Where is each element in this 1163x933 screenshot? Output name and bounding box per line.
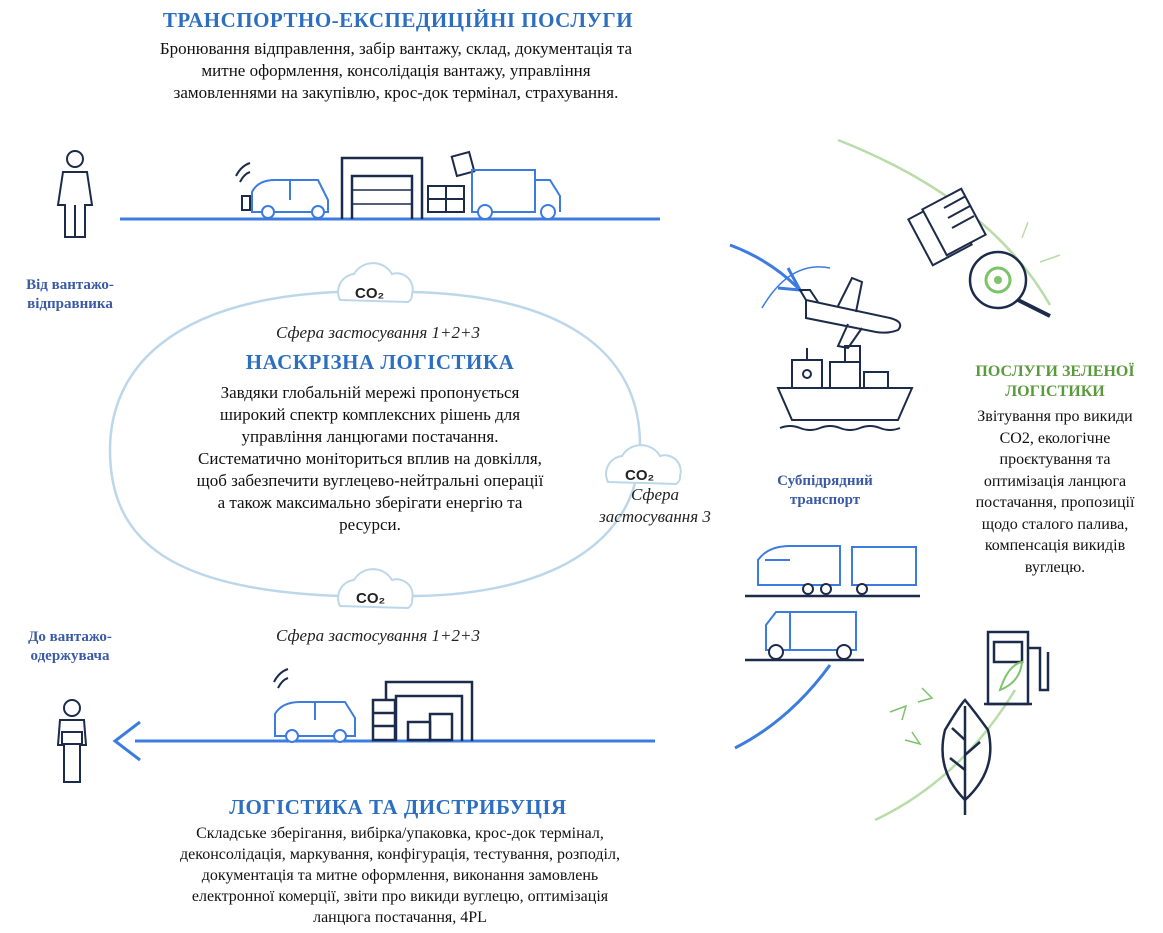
- text-line: Бронювання відправлення, забір вантажу, …: [159, 39, 633, 58]
- text-line: щоб забезпечити вуглецево-нейтральні опе…: [196, 471, 544, 490]
- co2-label-right: CO₂: [625, 467, 654, 484]
- fuel-pump-icon: [984, 630, 1050, 706]
- text-line: компенсація викидів: [984, 537, 1126, 554]
- truck-icon: [745, 611, 864, 662]
- text-line: одержувача: [30, 648, 110, 664]
- text-line: ресурси.: [339, 515, 401, 534]
- cloud-icon: [337, 568, 414, 610]
- leaf-icon: [941, 698, 992, 815]
- text-line: електронної комерції, звіти про викиди в…: [191, 888, 609, 905]
- text-line: ЛОГІСТИКИ: [1005, 383, 1105, 400]
- from-shipper-label: Від вантажо- відправника: [0, 276, 140, 314]
- green-logistics-title: ПОСЛУГИ ЗЕЛЕНОЇ ЛОГІСТИКИ: [950, 362, 1160, 402]
- subcontract-arc-top: [729, 243, 800, 290]
- sky-arc: [761, 266, 831, 309]
- text-line: замовленнями на закупівлю, крос-док терм…: [173, 83, 619, 102]
- center-title: НАСКРІЗНА ЛОГІСТИКА: [245, 350, 515, 374]
- text-line: управління ланцюгами постачання.: [241, 427, 499, 446]
- co2-label-top: CO₂: [355, 285, 384, 302]
- warehouse-icon: [340, 156, 424, 219]
- to-consignee-label: До вантажо- одержувача: [0, 628, 140, 666]
- text-line: CO2, екологічне: [999, 429, 1111, 447]
- magnifier-icon: [968, 221, 1061, 318]
- airplane-icon: [798, 276, 902, 350]
- scope-label-top: Сфера застосування 1+2+3: [276, 323, 480, 342]
- text-line: ланцюга постачання, 4PL: [313, 909, 487, 926]
- text-line: До вантажо-: [28, 629, 112, 645]
- text-line: Систематично моніториться вплив на довкі…: [198, 449, 542, 468]
- top-section-title: ТРАНСПОРТНО-ЕКСПЕДИЦІЙНІ ПОСЛУГИ: [162, 8, 634, 32]
- text-line: митне оформлення, консолідація вантажу, …: [201, 61, 591, 80]
- text-line: документація та митне оформлення, викона…: [201, 867, 599, 884]
- text-line: Звітування про викиди: [977, 408, 1133, 425]
- text-line: відправника: [27, 296, 113, 312]
- subcontract-arc-bottom: [734, 664, 832, 750]
- van-icon: [235, 162, 329, 219]
- recycle-icon: [889, 687, 934, 746]
- scope-label-right: Сфера застосування 3: [570, 484, 740, 528]
- pallet-icon: [427, 185, 465, 213]
- text-line: Завдяки глобальній мережі пропонується: [220, 383, 520, 402]
- cloud-icon: [337, 262, 414, 304]
- text-line: Субпідрядний: [777, 473, 873, 489]
- text-line: оптимізація ланцюга: [983, 472, 1127, 490]
- text-line: транспорт: [789, 492, 861, 508]
- person-icon: [56, 150, 94, 238]
- text-line: проєктування та: [999, 451, 1111, 468]
- text-line: а також максимально зберігати енергію та: [217, 493, 523, 512]
- text-line: вуглецю.: [1024, 558, 1086, 576]
- top-section-description: Бронювання відправлення, забір вантажу, …: [96, 38, 696, 104]
- train-icon: [745, 545, 920, 598]
- text-line: Сфера: [630, 485, 680, 504]
- center-description: Завдяки глобальній мережі пропонується ш…: [150, 382, 590, 536]
- document-icon: [907, 187, 987, 267]
- bottom-section-title: ЛОГІСТИКА ТА ДИСТРИБУЦІЯ: [229, 795, 567, 819]
- document-icon: [450, 150, 476, 178]
- text-line: застосування 3: [599, 507, 711, 526]
- person-icon: [56, 699, 88, 783]
- cloud-icon: [605, 444, 682, 486]
- text-line: ПОСЛУГИ ЗЕЛЕНОЇ: [975, 363, 1135, 380]
- text-line: щодо сталого палива,: [981, 515, 1129, 533]
- text-line: деконсолідація, маркування, конфігурація…: [180, 846, 620, 863]
- green-arc-bottom: [874, 689, 1017, 822]
- text-line: широкий спектр комплексних рішень для: [219, 405, 521, 424]
- warehouse-icon: [371, 680, 474, 742]
- co2-label-bottom: CO₂: [356, 590, 385, 607]
- text-line: Від вантажо-: [26, 277, 114, 293]
- green-logistics-description: Звітування про викиди CO2, екологічне пр…: [952, 406, 1158, 578]
- subcontract-transport-label: Субпідрядний транспорт: [750, 472, 900, 510]
- truck-icon: [471, 169, 561, 220]
- text-line: постачання, пропозиції: [975, 494, 1135, 511]
- scope-label-bottom: Сфера застосування 1+2+3: [276, 626, 480, 645]
- van-icon: [273, 668, 356, 743]
- text-line: Складське зберігання, вибірка/упаковка, …: [196, 825, 604, 842]
- ship-icon: [776, 345, 914, 431]
- bottom-section-description: Складське зберігання, вибірка/упаковка, …: [110, 823, 690, 928]
